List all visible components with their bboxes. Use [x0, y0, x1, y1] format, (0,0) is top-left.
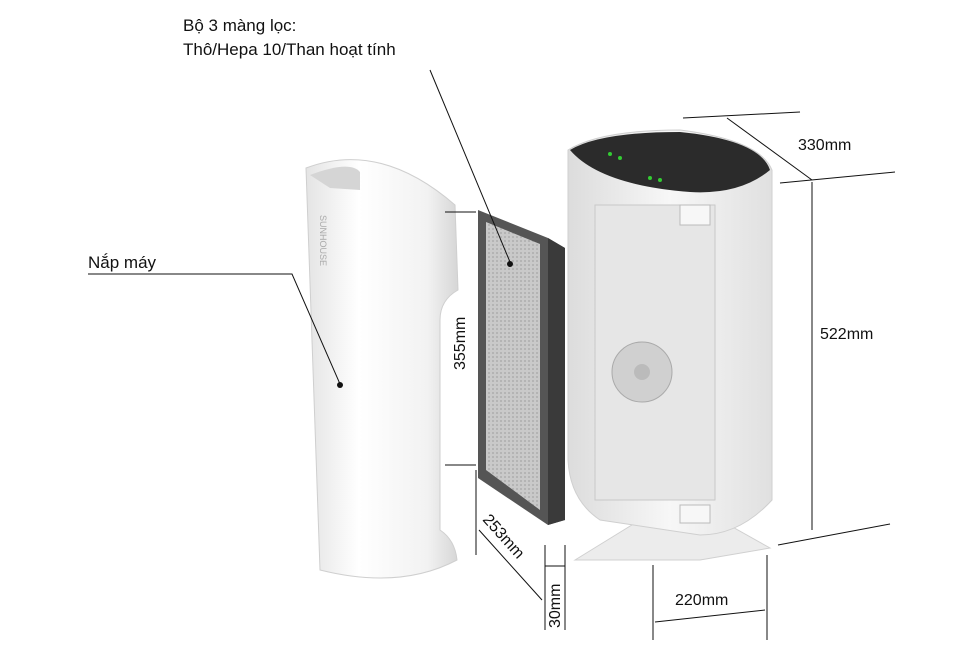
cover-label: Nắp máy [88, 253, 157, 272]
control-panel [570, 132, 770, 193]
dimension-lines [445, 111, 896, 640]
filter [478, 210, 565, 525]
purifier-body [567, 129, 773, 561]
filter-width-dimension: 253mm [479, 511, 527, 562]
depth-dimension: 330mm [798, 137, 851, 154]
height-dimension: 522mm [820, 326, 873, 343]
filter-thickness-dimension: 30mm [547, 584, 564, 628]
width-dimension: 220mm [675, 592, 728, 609]
cover-panel: SUNHOUSE [305, 159, 459, 579]
cover-brand-logo: SUNHOUSE [318, 215, 328, 266]
filters-label-line2: Thô/Hepa 10/Than hoạt tính [183, 40, 396, 59]
leader-lines [88, 69, 513, 388]
filters-label-line1: Bộ 3 màng lọc: [183, 16, 296, 35]
filter-height-dimension: 355mm [452, 317, 469, 370]
